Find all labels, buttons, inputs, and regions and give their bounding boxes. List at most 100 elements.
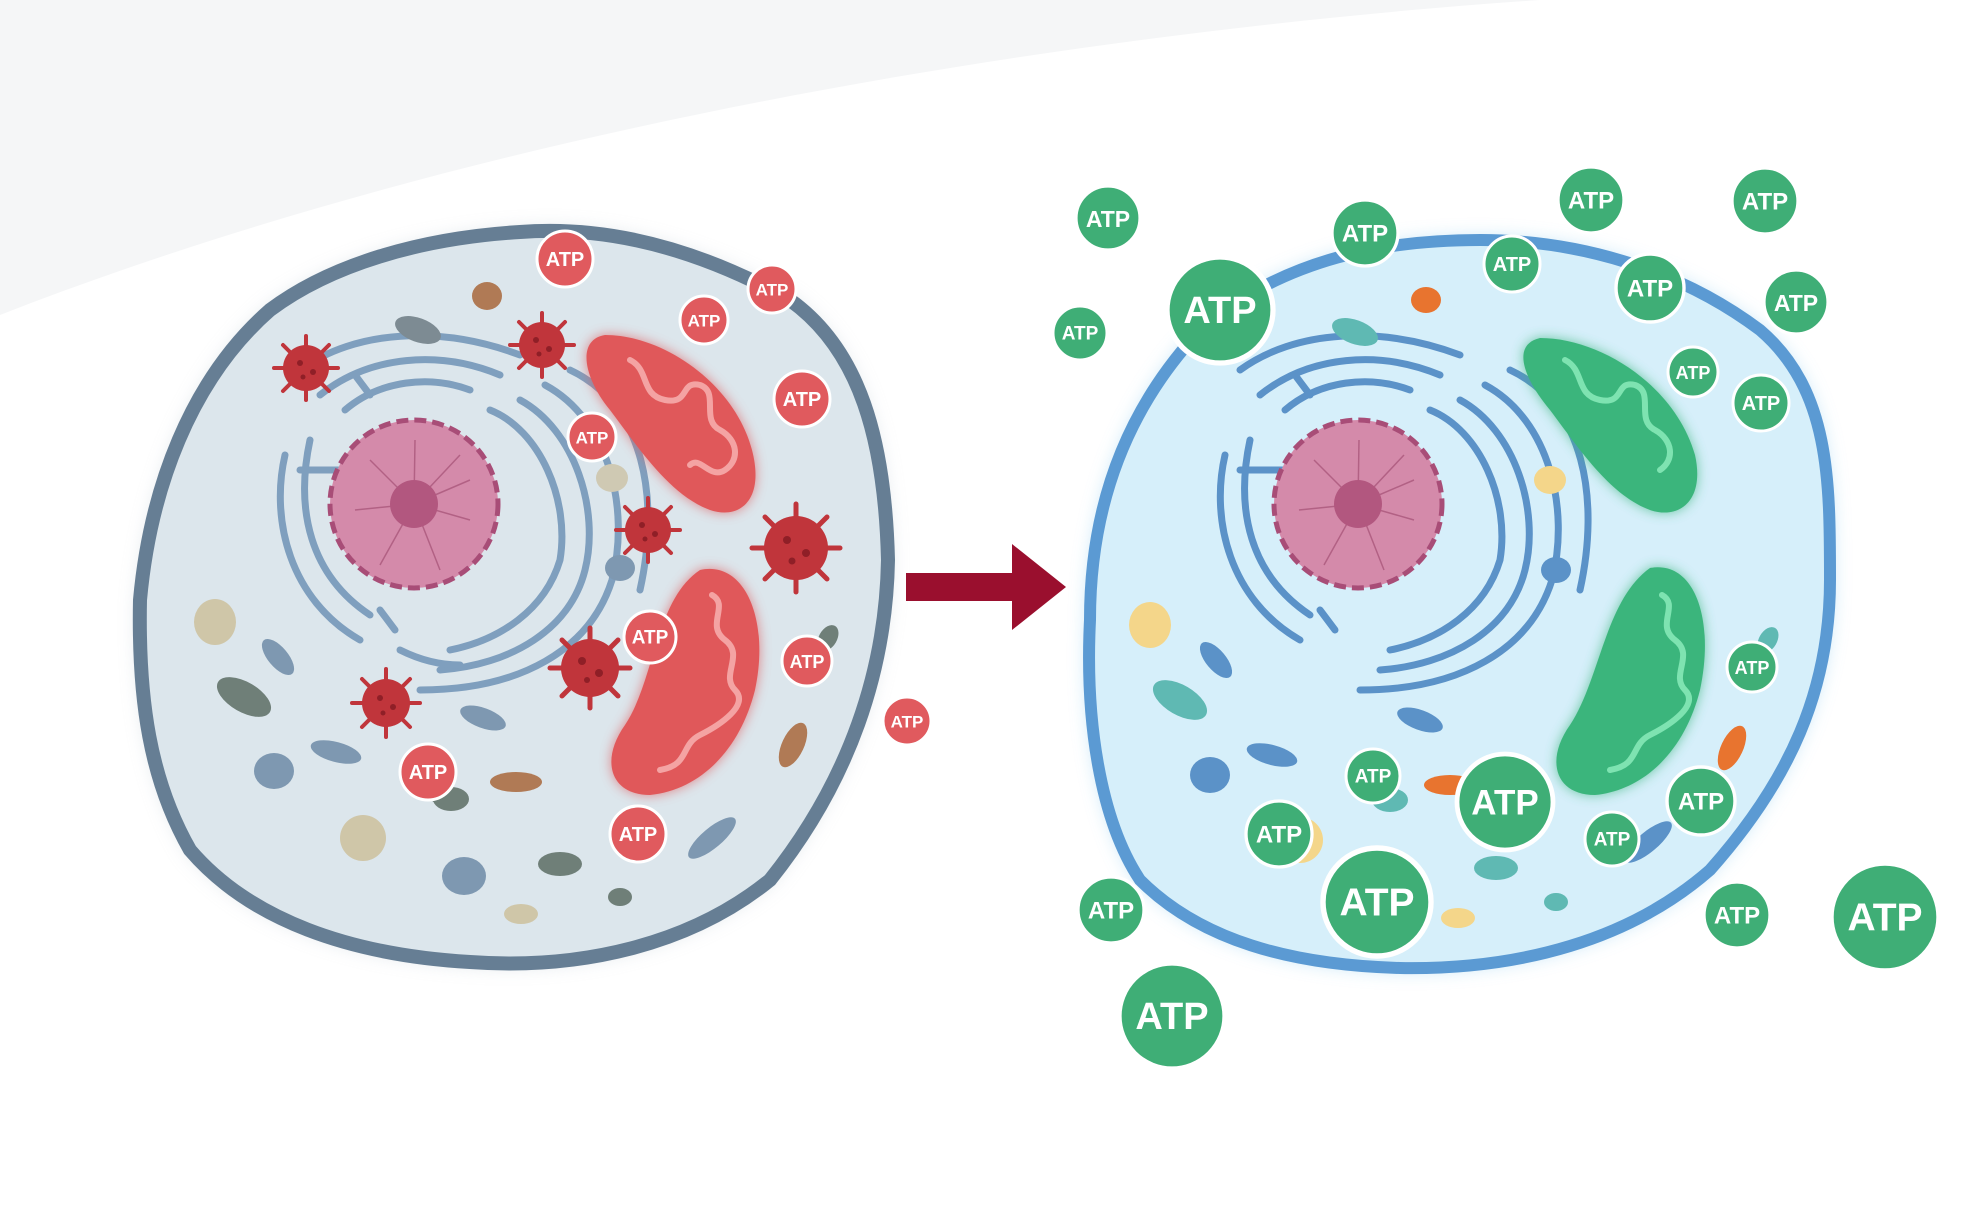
- unhealthy-mitochondrion-bottom: [611, 568, 760, 795]
- virus-icon: [547, 625, 633, 711]
- unhealthy-atp-badges: ATP ATP ATP ATP ATP ATP ATP ATP ATP ATP: [398, 229, 933, 864]
- atp-badge-red: ATP: [398, 742, 458, 802]
- atp-badge-circle: [1666, 345, 1720, 399]
- atp-badge-green: ATP: [1320, 845, 1434, 959]
- atp-badge-circle: [1116, 960, 1228, 1072]
- atp-badge-red: ATP: [881, 695, 933, 747]
- atp-badge-circle: [1454, 751, 1556, 853]
- atp-badge-red: ATP: [622, 609, 678, 665]
- atp-badge-label: ATP: [1088, 898, 1134, 925]
- atp-badge-green: ATP: [1725, 640, 1779, 694]
- atp-badge-label: ATP: [576, 429, 609, 448]
- atp-badge-label: ATP: [1355, 767, 1392, 788]
- healthy-nucleolus: [1334, 480, 1382, 528]
- atp-badge-green: ATP: [1556, 165, 1626, 235]
- atp-badge-circle: [1164, 254, 1276, 366]
- atp-badge-green: ATP: [1051, 304, 1109, 362]
- virus-icon: [272, 334, 340, 402]
- atp-badge-circle: [1051, 304, 1109, 362]
- atp-badge-label: ATP: [1735, 658, 1770, 678]
- atp-badge-label: ATP: [619, 824, 658, 846]
- atp-badge-circle: [1583, 810, 1641, 868]
- atp-badge-label: ATP: [1256, 822, 1302, 849]
- atp-badge-circle: [1614, 252, 1686, 324]
- atp-badge-circle: [1730, 166, 1800, 236]
- atp-badge-circle: [746, 263, 798, 315]
- atp-badge-circle: [608, 804, 668, 864]
- atp-badge-label: ATP: [688, 312, 721, 331]
- atp-badge-label: ATP: [891, 713, 924, 732]
- atp-badge-circle: [1762, 268, 1830, 336]
- atp-badge-green: ATP: [1482, 234, 1542, 294]
- atp-badge-circle: [1344, 747, 1402, 805]
- atp-badge-label: ATP: [790, 652, 825, 672]
- atp-badge-circle: [780, 634, 834, 688]
- atp-badge-green: ATP: [1731, 373, 1791, 433]
- atp-badge-label: ATP: [1135, 996, 1208, 1038]
- healthy-cell: [1083, 233, 1837, 975]
- atp-badge-green: ATP: [1454, 751, 1556, 853]
- atp-badge-green: ATP: [1164, 254, 1276, 366]
- atp-badge-green: ATP: [1330, 198, 1400, 268]
- atp-badge-red: ATP: [566, 411, 618, 463]
- atp-badge-circle: [1731, 373, 1791, 433]
- atp-badge-circle: [1828, 860, 1942, 974]
- atp-badge-green: ATP: [1583, 810, 1641, 868]
- atp-badge-green: ATP: [1116, 960, 1228, 1072]
- atp-badge-circle: [1702, 880, 1772, 950]
- atp-badge-circle: [1244, 799, 1314, 869]
- atp-badge-red: ATP: [535, 229, 595, 289]
- atp-badge-label: ATP: [1339, 882, 1414, 925]
- atp-badge-circle: [622, 609, 678, 665]
- atp-badge-red: ATP: [772, 369, 832, 429]
- atp-badge-label: ATP: [1086, 206, 1130, 232]
- atp-badge-label: ATP: [409, 762, 448, 784]
- healthy-mitochondrion-top: [1523, 338, 1698, 513]
- atp-badge-label: ATP: [1568, 188, 1614, 215]
- atp-badge-green: ATP: [1762, 268, 1830, 336]
- atp-badge-label: ATP: [1678, 789, 1724, 816]
- virus-icon: [350, 667, 422, 739]
- atp-badge-circle: [1330, 198, 1400, 268]
- atp-badge-label: ATP: [756, 281, 789, 300]
- atp-badge-label: ATP: [1062, 324, 1099, 345]
- atp-badge-label: ATP: [546, 249, 585, 271]
- atp-badge-circle: [566, 411, 618, 463]
- atp-badge-circle: [678, 294, 730, 346]
- atp-badge-label: ATP: [1714, 903, 1760, 930]
- atp-badge-green: ATP: [1614, 252, 1686, 324]
- atp-badge-green: ATP: [1344, 747, 1402, 805]
- atp-badge-circle: [1074, 184, 1142, 252]
- atp-badge-green: ATP: [1666, 345, 1720, 399]
- virus-icon: [508, 311, 576, 379]
- atp-badge-red: ATP: [678, 294, 730, 346]
- atp-badge-label: ATP: [1342, 221, 1388, 248]
- atp-badge-green: ATP: [1076, 875, 1146, 945]
- background-swoosh: [0, 0, 1540, 315]
- atp-badge-label: ATP: [1183, 290, 1256, 332]
- atp-badge-red: ATP: [746, 263, 798, 315]
- atp-badge-label: ATP: [1594, 830, 1631, 851]
- unhealthy-mitochondrion-top: [586, 335, 756, 513]
- atp-badge-circle: [772, 369, 832, 429]
- atp-badge-circle: [1665, 765, 1737, 837]
- atp-badge-label: ATP: [1847, 897, 1922, 940]
- atp-badge-green: ATP: [1244, 799, 1314, 869]
- atp-badge-label: ATP: [1471, 784, 1538, 823]
- atp-badge-green: ATP: [1702, 880, 1772, 950]
- unhealthy-organelles: [194, 282, 839, 924]
- virus-icon: [749, 501, 843, 595]
- atp-badge-red: ATP: [780, 634, 834, 688]
- atp-badge-circle: [1320, 845, 1434, 959]
- atp-badge-green: ATP: [1828, 860, 1942, 974]
- atp-badge-label: ATP: [632, 628, 669, 649]
- atp-badge-circle: [1556, 165, 1626, 235]
- unhealthy-cell-membrane: [132, 223, 896, 971]
- atp-badge-label: ATP: [783, 389, 822, 411]
- atp-badge-circle: [1725, 640, 1779, 694]
- atp-badge-red: ATP: [608, 804, 668, 864]
- atp-badge-label: ATP: [1627, 276, 1673, 303]
- healthy-mitochondrion-bottom: [1556, 567, 1705, 795]
